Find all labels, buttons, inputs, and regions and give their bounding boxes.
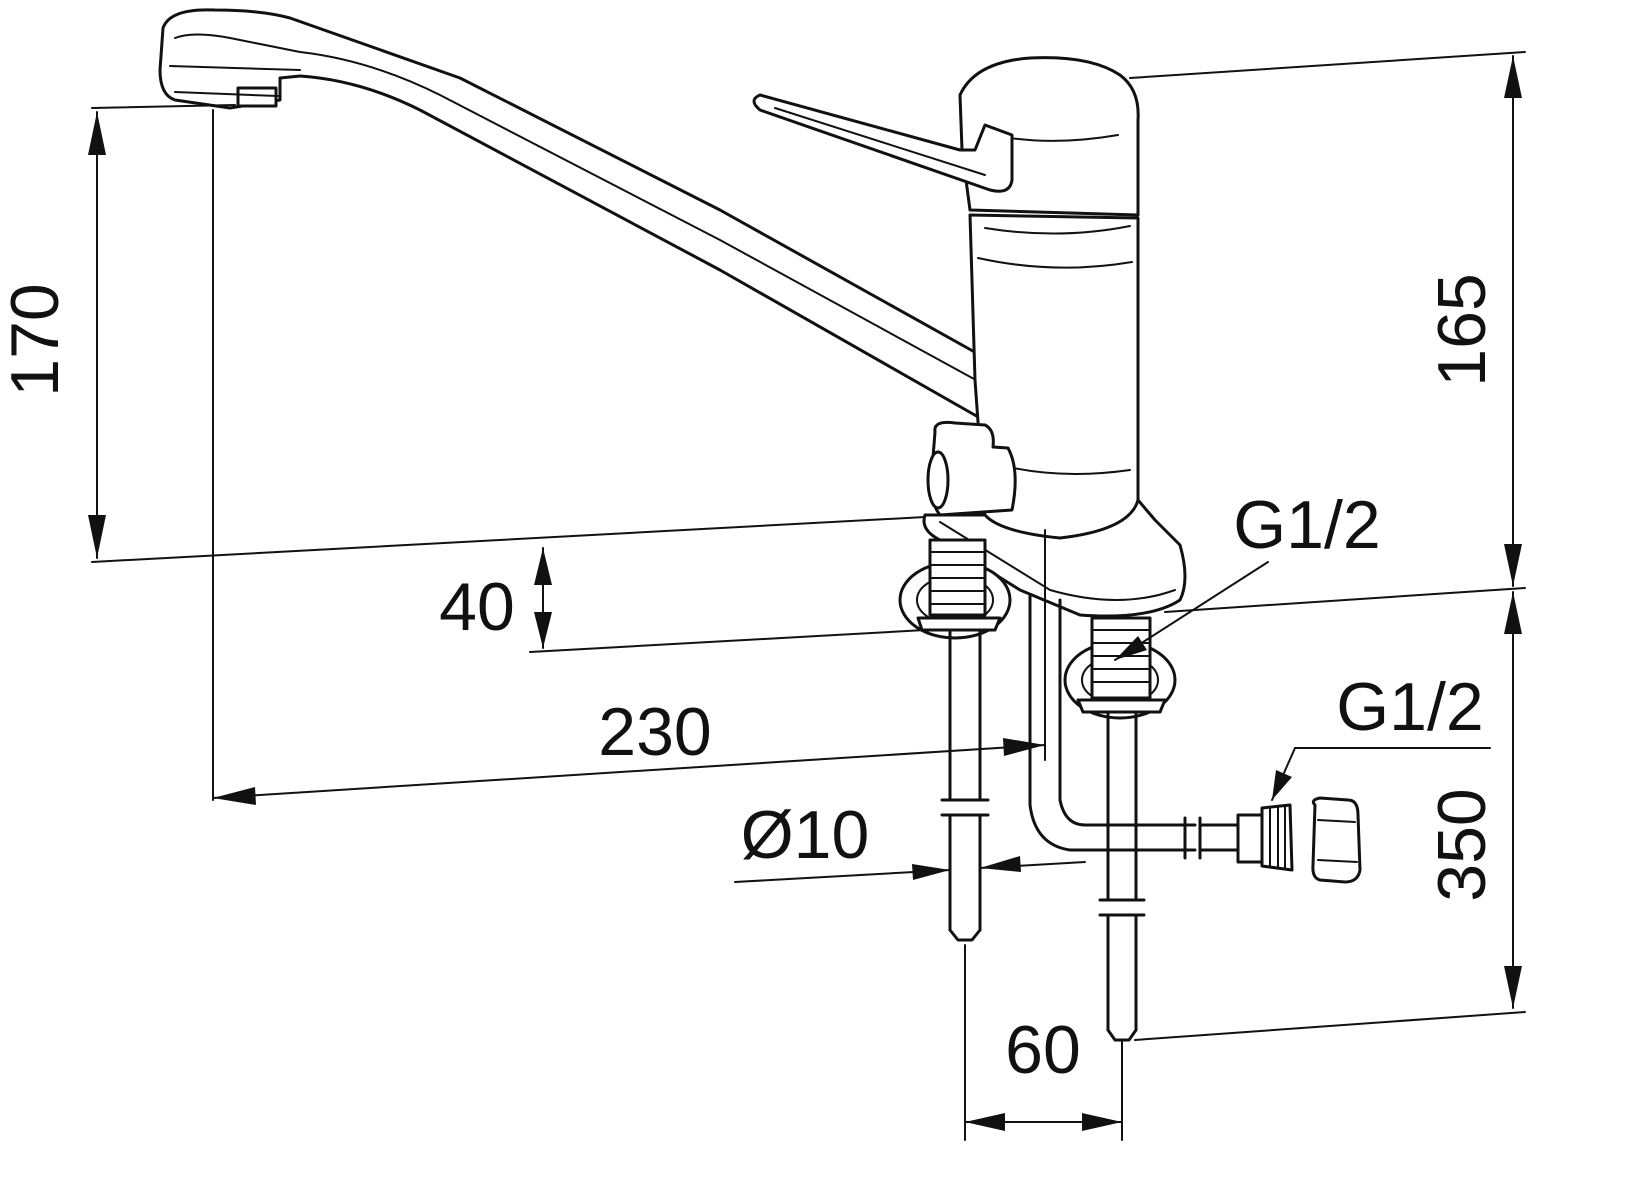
dimension-lines <box>88 51 1526 1141</box>
spout <box>158 8 1011 422</box>
dim-60-label: 60 <box>1005 1012 1081 1088</box>
faucet-body <box>752 56 1187 618</box>
dim-165-label: 165 <box>1424 273 1500 386</box>
dim-diameter-10-label: Ø10 <box>741 797 870 873</box>
dim-40-label: 40 <box>439 569 515 645</box>
side-outlet <box>1028 593 1362 884</box>
left-inlet <box>898 538 1012 942</box>
dim-230-label: 230 <box>598 694 711 770</box>
dim-350-label: 350 <box>1424 788 1500 901</box>
right-inlet <box>1063 616 1177 1042</box>
thread-g12-label-lower: G1/2 <box>1336 669 1483 745</box>
thread-g12-label-upper: G1/2 <box>1233 487 1380 563</box>
dim-170-label: 170 <box>0 283 73 396</box>
